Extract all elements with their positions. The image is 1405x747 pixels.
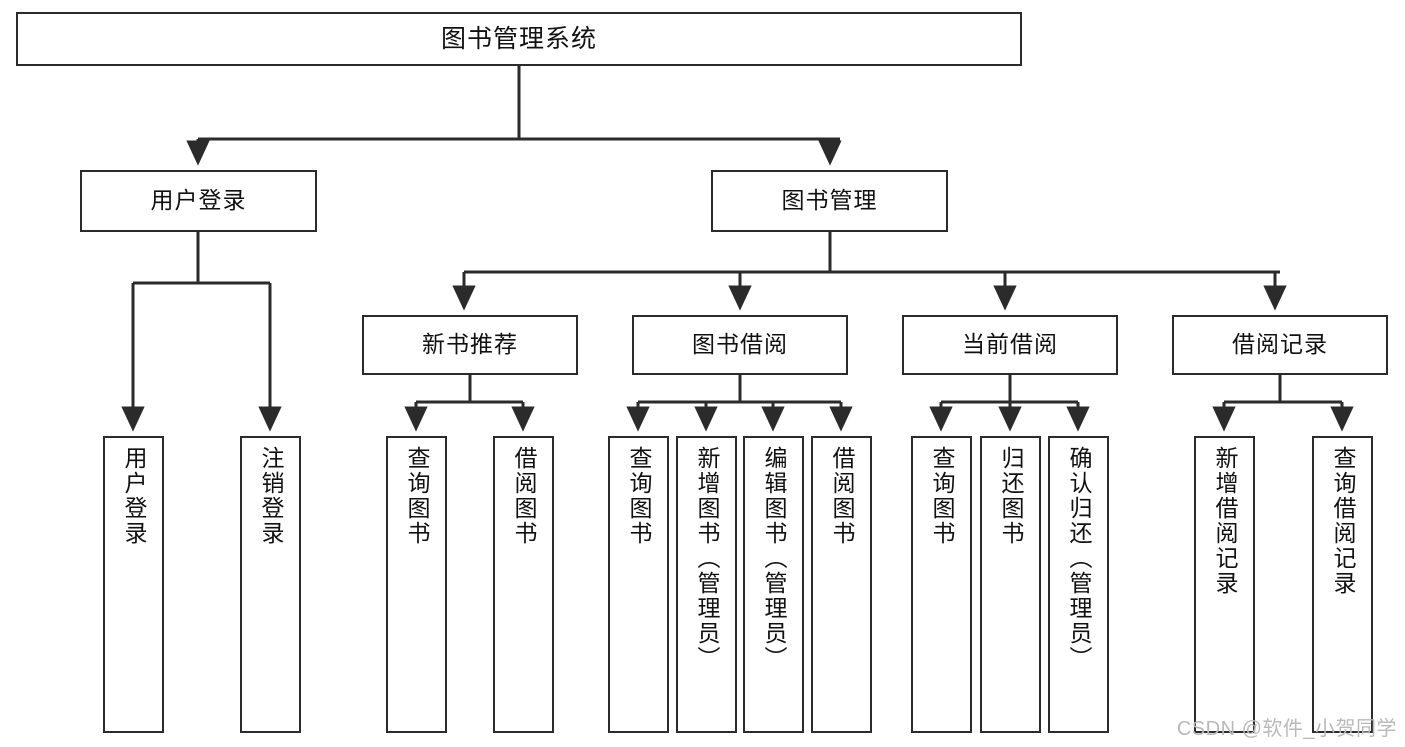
leaf-user-login-logout[interactable]: 注销登录 <box>240 436 301 733</box>
leaf-borrow-record-add-record[interactable]: 新增借阅记录 <box>1194 436 1255 733</box>
leaf-borrow-record-query-record[interactable]: 查询借阅记录 <box>1312 436 1373 733</box>
node-label: 借阅图书 <box>511 446 538 546</box>
node-current-borrow[interactable]: 当前借阅 <box>902 315 1118 375</box>
node-label: 用户登录 <box>121 446 148 546</box>
node-label: 借阅记录 <box>1232 331 1328 358</box>
node-label: 归还图书 <box>998 446 1025 546</box>
node-new-book-recommend[interactable]: 新书推荐 <box>362 315 578 375</box>
leaf-book-borrow-borrow-book[interactable]: 借阅图书 <box>811 436 872 733</box>
node-label: 图书借阅 <box>692 331 788 358</box>
leaf-new-book-borrow-book[interactable]: 借阅图书 <box>493 436 554 733</box>
leaf-current-borrow-return-book[interactable]: 归还图书 <box>980 436 1041 733</box>
leaf-book-borrow-query-book[interactable]: 查询图书 <box>608 436 669 733</box>
leaf-new-book-query-book[interactable]: 查询图书 <box>386 436 447 733</box>
node-label: 新增借阅记录 <box>1212 446 1239 596</box>
leaf-current-borrow-confirm-return-admin[interactable]: 确认归还（管理员） <box>1048 436 1109 733</box>
leaf-book-borrow-add-book-admin[interactable]: 新增图书（管理员） <box>676 436 737 733</box>
node-label: 图书管理系统 <box>440 25 597 53</box>
node-label: 查询图书 <box>626 446 653 546</box>
node-label: 新增图书（管理员） <box>694 446 721 671</box>
node-label: 确认归还（管理员） <box>1066 446 1093 671</box>
node-label: 图书管理 <box>781 187 878 214</box>
node-label: 用户登录 <box>150 187 247 214</box>
node-label: 借阅图书 <box>829 446 856 546</box>
node-book-management[interactable]: 图书管理 <box>711 170 948 232</box>
watermark-text: CSDN @软件_小贺同学 <box>1176 718 1397 740</box>
node-borrow-record[interactable]: 借阅记录 <box>1172 315 1388 375</box>
leaf-current-borrow-query-book[interactable]: 查询图书 <box>911 436 972 733</box>
node-label: 查询图书 <box>404 446 431 546</box>
node-label: 当前借阅 <box>962 331 1058 358</box>
node-label: 查询借阅记录 <box>1330 446 1357 596</box>
node-label: 查询图书 <box>929 446 956 546</box>
node-label: 注销登录 <box>258 446 285 546</box>
node-book-borrow[interactable]: 图书借阅 <box>632 315 848 375</box>
node-user-login[interactable]: 用户登录 <box>80 170 317 232</box>
node-root-book-management-system[interactable]: 图书管理系统 <box>16 12 1022 66</box>
node-label: 新书推荐 <box>422 331 518 358</box>
node-label: 编辑图书（管理员） <box>761 446 788 671</box>
leaf-book-borrow-edit-book-admin[interactable]: 编辑图书（管理员） <box>743 436 804 733</box>
leaf-user-login-login[interactable]: 用户登录 <box>103 436 164 733</box>
